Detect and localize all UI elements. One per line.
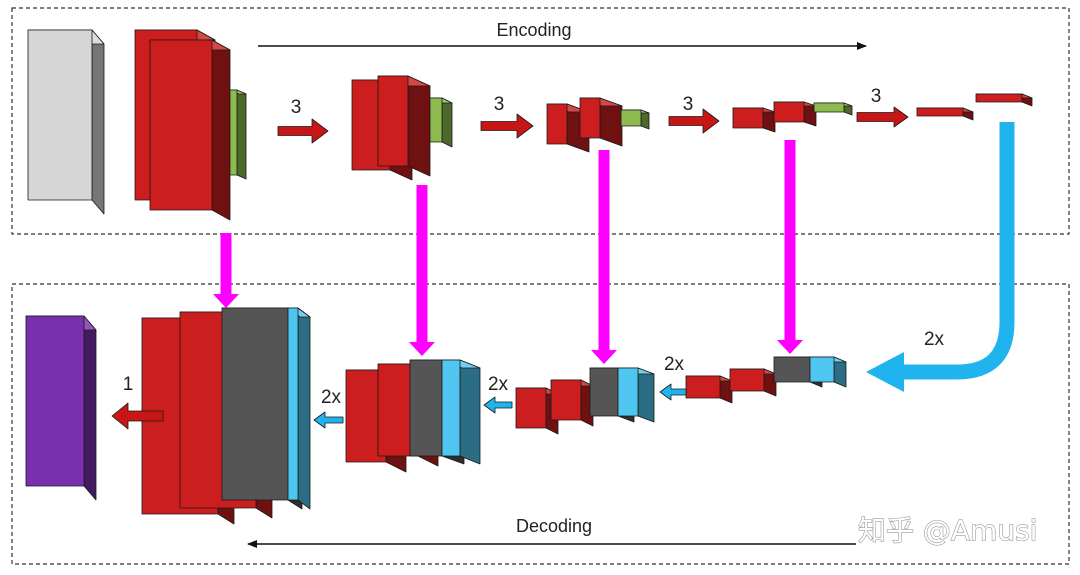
upsample-arrow-1 <box>313 411 344 429</box>
enc1-conv-b-front <box>149 39 213 211</box>
output-segmentation-side <box>83 315 97 501</box>
bottleneck-conv-b-front <box>975 93 1023 103</box>
dec3-conv-b <box>550 379 594 427</box>
dec2-conv-a-front <box>345 369 387 463</box>
dec4-conv-a <box>685 375 733 404</box>
enc1-pool <box>229 89 247 180</box>
dec2-skip-features-side <box>459 359 481 465</box>
enc3-pool-front <box>620 109 642 127</box>
input-image-front <box>27 29 93 201</box>
dec1-upsampled-front <box>221 307 289 501</box>
skip-connections <box>213 140 803 364</box>
enc2-pool <box>429 97 453 148</box>
enc4-conv-a <box>732 107 776 133</box>
dec1-skip-features-front <box>287 307 299 501</box>
upsample-arrow-bottleneck-shaft <box>902 122 1015 380</box>
enc4-conv-b <box>773 101 817 127</box>
enc3-conv-a <box>546 103 590 153</box>
dec3-skip-features-front <box>617 367 639 417</box>
skip-connection-2 <box>409 185 435 356</box>
dec4-skip-features-front <box>809 356 835 383</box>
encoder-step-4-label: 3 <box>871 86 882 107</box>
output-step-label: 1 <box>123 374 134 395</box>
enc4-pool-front <box>813 102 845 113</box>
layer-blocks <box>25 29 1033 525</box>
dec2-upsampled-front <box>409 359 443 457</box>
output-segmentation <box>25 315 97 501</box>
encoder-arrow-4 <box>856 106 909 128</box>
enc1-conv-b <box>149 39 231 221</box>
input-image <box>27 29 105 215</box>
upsample-label-bottleneck: 2x <box>924 329 945 350</box>
encoder-frame <box>11 7 1070 235</box>
encoder-step-3-label: 3 <box>683 94 694 115</box>
encoder-arrow-2 <box>480 113 534 139</box>
dec4-upsampled-front <box>773 356 811 383</box>
upsample-arrow-bottleneck-head <box>866 352 904 392</box>
dec3-skip-features-side <box>637 367 655 423</box>
enc2-conv-b-front <box>377 75 409 167</box>
skip-connection-3 <box>591 150 617 364</box>
enc1-pool-side <box>236 89 247 180</box>
enc4-conv-a-front <box>732 107 764 129</box>
dec1-skip-features <box>287 307 311 510</box>
dec3-skip-features <box>617 367 655 423</box>
enc2-pool-front <box>429 97 443 143</box>
upsample-label-1: 2x <box>321 387 342 408</box>
bottleneck-conv-a <box>916 107 974 121</box>
upsample-arrow-2 <box>483 396 513 414</box>
upsample-label-3: 2x <box>664 354 685 375</box>
bottleneck-conv-a-front <box>916 107 964 117</box>
skip-connection-1 <box>213 233 239 308</box>
skip-connection-4 <box>777 140 803 354</box>
encoder-step-1-label: 3 <box>291 97 302 118</box>
bottleneck-conv-b <box>975 93 1033 107</box>
enc4-conv-b-front <box>773 101 805 123</box>
enc3-pool <box>620 109 650 130</box>
input-image-side <box>91 29 105 215</box>
dec3-conv-a <box>515 387 559 435</box>
decoding-label: Decoding <box>516 516 592 536</box>
encoder-step-2-label: 3 <box>494 94 505 115</box>
decoder-frame <box>11 283 1070 565</box>
watermark: 知乎 @Amusi <box>858 514 1037 547</box>
enc4-pool <box>813 102 853 116</box>
output-segmentation-front <box>25 315 85 487</box>
enc2-conv-b-side <box>407 75 431 177</box>
dec3-conv-a-front <box>515 387 547 429</box>
dec1-skip-features-side <box>297 307 311 510</box>
output-arrow <box>111 402 164 430</box>
encoder-arrow-3 <box>668 108 720 134</box>
enc2-pool-side <box>441 97 453 148</box>
encoding-label: Encoding <box>496 20 571 40</box>
enc1-pool-front <box>229 89 238 176</box>
upsample-label-2: 2x <box>488 374 509 395</box>
encoder-arrow-1 <box>277 118 329 144</box>
dec3-upsampled-front <box>589 367 619 417</box>
enc3-conv-b-front <box>579 97 601 139</box>
enc1-conv-b-side <box>211 39 231 221</box>
enc2-conv-b <box>377 75 431 177</box>
flow-arrows <box>111 106 1015 430</box>
dec4-conv-b-front <box>729 368 765 392</box>
dec4-conv-b <box>729 368 777 397</box>
upsample-arrow-3 <box>659 383 687 401</box>
dec2-skip-features-front <box>441 359 461 457</box>
enc3-conv-a-front <box>546 103 568 145</box>
dec3-conv-b-front <box>550 379 582 421</box>
dec4-conv-a-front <box>685 375 721 399</box>
dec4-skip-features <box>809 356 847 388</box>
dec2-skip-features <box>441 359 481 465</box>
enc3-conv-b <box>579 97 623 147</box>
